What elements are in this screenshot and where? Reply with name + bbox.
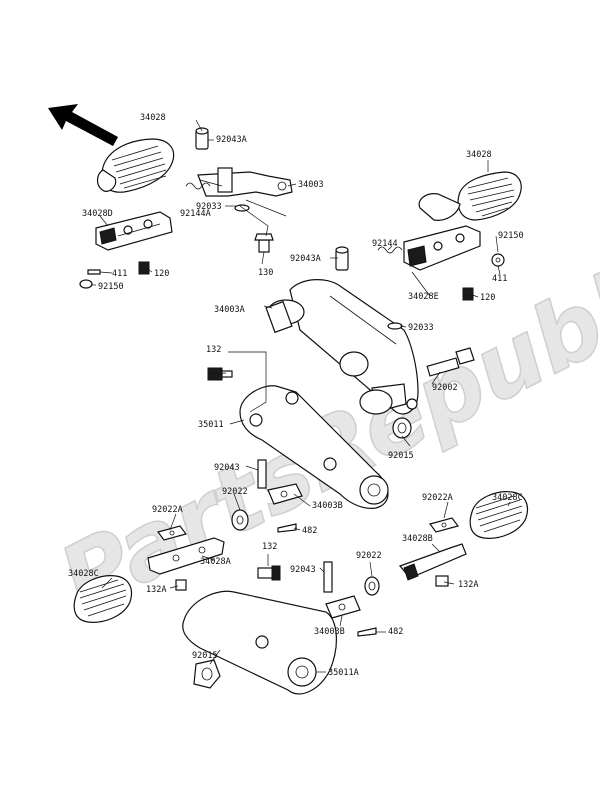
label-34003b-a: 34003B bbox=[312, 501, 343, 511]
washer-92022-mid-left[interactable] bbox=[231, 509, 249, 531]
part-labels: 34028 92043A 34003 34028D 92144A 92033 1… bbox=[68, 113, 524, 678]
label-34028-b: 34028 bbox=[466, 150, 492, 160]
footpeg-rubber-upper-left[interactable] bbox=[96, 138, 175, 193]
cotter-411-upper-left[interactable] bbox=[87, 269, 101, 275]
label-34028c-b: 34028C bbox=[68, 569, 99, 579]
washer-92022-right[interactable] bbox=[364, 576, 380, 596]
label-132-a: 132 bbox=[206, 345, 221, 355]
label-34003a: 34003A bbox=[214, 305, 245, 315]
leader-lines bbox=[92, 119, 511, 673]
label-92022a-a: 92022A bbox=[152, 505, 183, 515]
label-34028b: 34028B bbox=[402, 534, 433, 544]
holder-34003b-lower[interactable] bbox=[325, 595, 361, 619]
footpeg-rubber-left-rear[interactable] bbox=[73, 575, 133, 623]
label-34028c-a: 34028C bbox=[492, 493, 523, 503]
label-92144a: 92144A bbox=[180, 209, 211, 219]
washer-92033-right[interactable] bbox=[387, 322, 403, 330]
cap-92022a-left[interactable] bbox=[156, 525, 188, 541]
label-92022-a: 92022 bbox=[222, 487, 248, 497]
label-35011: 35011 bbox=[198, 420, 224, 430]
label-92033-a: 92033 bbox=[196, 202, 222, 212]
label-34003b-b: 34003B bbox=[314, 627, 345, 637]
collar-92015-lower[interactable] bbox=[193, 659, 221, 689]
label-120-b: 120 bbox=[480, 293, 495, 303]
footpeg-rubber-upper-right[interactable] bbox=[418, 171, 522, 221]
footrest-plate-35011a[interactable] bbox=[182, 590, 337, 695]
pin-92043-lower[interactable] bbox=[323, 561, 333, 593]
label-120-a: 120 bbox=[154, 269, 169, 279]
label-92150-a: 92150 bbox=[98, 282, 124, 292]
label-132a-a: 132A bbox=[146, 585, 166, 595]
pin-92043a-right[interactable] bbox=[335, 246, 349, 271]
label-35011a: 35011A bbox=[328, 668, 359, 678]
label-92022-b: 92022 bbox=[356, 551, 382, 561]
cotter-482-mid[interactable] bbox=[277, 523, 297, 533]
label-482-a: 482 bbox=[302, 526, 317, 536]
pin-92043-mid[interactable] bbox=[257, 459, 267, 489]
label-411-a: 411 bbox=[112, 269, 127, 279]
label-92144: 92144 bbox=[372, 239, 398, 249]
label-130: 130 bbox=[258, 268, 273, 278]
washer-92150-upper-left[interactable] bbox=[79, 279, 93, 289]
bolt-120-upper-left[interactable] bbox=[138, 261, 150, 275]
collar-92015-upper[interactable] bbox=[392, 417, 412, 439]
bolt-120-upper-right[interactable] bbox=[462, 287, 474, 301]
label-34028d: 34028D bbox=[82, 209, 113, 219]
footpeg-holder-34028b[interactable] bbox=[398, 543, 467, 581]
washer-92150-upper-right[interactable] bbox=[491, 253, 505, 267]
footrest-plate-35011[interactable] bbox=[239, 385, 389, 509]
label-34003: 34003 bbox=[298, 180, 324, 190]
step-bracket-34003a[interactable] bbox=[265, 279, 419, 415]
front-arrow-icon bbox=[48, 104, 118, 146]
bolt-92002[interactable] bbox=[426, 347, 475, 377]
cap-92022a-right[interactable] bbox=[428, 517, 460, 533]
spring-92144[interactable] bbox=[377, 246, 403, 254]
footpeg-rubber-right-rear[interactable] bbox=[469, 491, 529, 539]
label-92150-b: 92150 bbox=[498, 231, 524, 241]
bolt-132a-left[interactable] bbox=[175, 579, 187, 591]
footpeg-bracket-34003[interactable] bbox=[197, 167, 293, 197]
footpeg-holder-34028a[interactable] bbox=[147, 537, 225, 575]
spring-92144a[interactable] bbox=[185, 182, 211, 190]
label-34028a: 34028A bbox=[200, 557, 231, 567]
label-92043-a: 92043 bbox=[214, 463, 240, 473]
label-132-b: 132 bbox=[262, 542, 277, 552]
footpeg-holder-34028e[interactable] bbox=[403, 225, 481, 271]
pin-92043a-upper[interactable] bbox=[195, 127, 209, 150]
label-92033-b: 92033 bbox=[408, 323, 434, 333]
label-92022a-b: 92022A bbox=[422, 493, 453, 503]
bolt-130[interactable] bbox=[254, 233, 274, 253]
cotter-482-lower[interactable] bbox=[357, 627, 377, 637]
label-132a-b: 132A bbox=[458, 580, 478, 590]
label-92015-b: 92015 bbox=[192, 651, 218, 661]
label-92015-a: 92015 bbox=[388, 451, 414, 461]
holder-34003b-mid[interactable] bbox=[267, 483, 303, 505]
bolt-132-lower[interactable] bbox=[257, 565, 281, 581]
label-411-b: 411 bbox=[492, 274, 507, 284]
bolt-132a-right[interactable] bbox=[435, 575, 449, 587]
label-92002: 92002 bbox=[432, 383, 458, 393]
label-92043a-a: 92043A bbox=[216, 135, 247, 145]
washer-92033-upper[interactable] bbox=[234, 204, 250, 212]
label-92043-b: 92043 bbox=[290, 565, 316, 575]
label-34028-a: 34028 bbox=[140, 113, 166, 123]
label-34028e: 34028E bbox=[408, 292, 439, 302]
label-92043a-b: 92043A bbox=[290, 254, 321, 264]
footpeg-holder-34028d[interactable] bbox=[95, 211, 173, 251]
label-482-b: 482 bbox=[388, 627, 403, 637]
